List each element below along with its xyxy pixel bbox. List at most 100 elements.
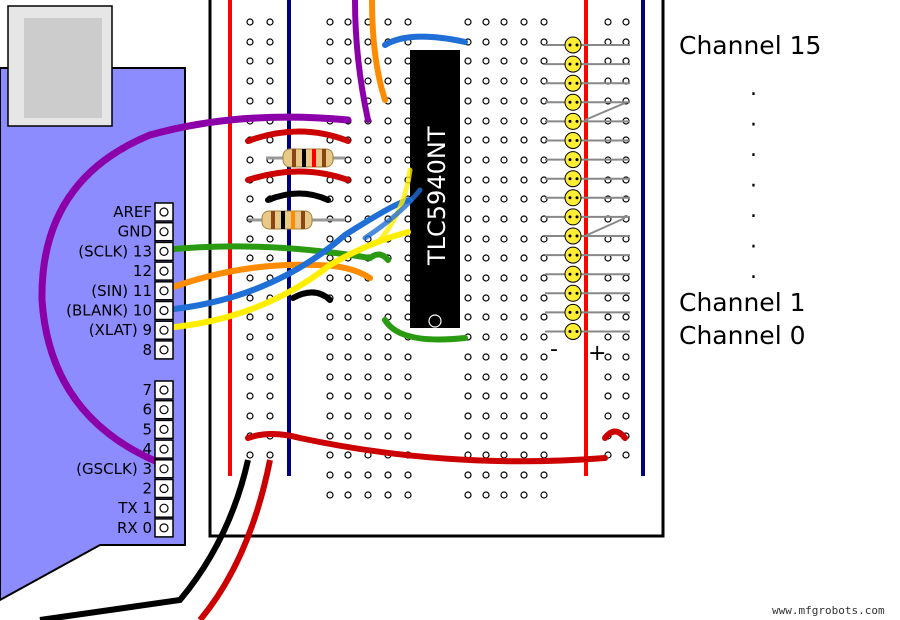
breadboard-hole [364,156,372,164]
breadboard-hole [384,77,392,85]
breadboard-hole [344,156,352,164]
breadboard-hole [344,313,352,321]
led [564,284,582,302]
breadboard-hole [500,294,508,302]
breadboard-hole [464,77,472,85]
breadboard-hole [520,176,528,184]
breadboard-hole [364,38,372,46]
breadboard-hole [464,235,472,243]
breadboard-hole [482,254,490,262]
pin-label: 7 [142,381,152,399]
breadboard-hole [344,471,352,479]
breadboard-hole [622,274,630,282]
breadboard-hole [500,333,508,341]
breadboard-hole [326,313,334,321]
gsclk-wire [38,113,352,469]
breadboard-hole [246,38,254,46]
breadboard-hole [604,412,612,420]
breadboard-hole [326,412,334,420]
breadboard-hole [326,18,334,26]
led [564,189,582,207]
breadboard-hole [326,57,334,65]
breadboard-hole [464,294,472,302]
breadboard-hole [520,313,528,321]
breadboard-jumpers [245,0,628,465]
breadboard-hole [404,412,412,420]
breadboard-hole [500,254,508,262]
led-column [545,36,630,340]
chip-notch-icon [428,314,442,328]
breadboard-hole [384,412,392,420]
breadboard-hole [540,294,548,302]
pin-label: TX 1 [117,499,152,517]
breadboard-hole [266,77,274,85]
breadboard-hole [364,491,372,499]
led [564,265,582,283]
ellipsis-dot: . [750,76,757,101]
breadboard-hole [364,333,372,341]
breadboard-hole [326,97,334,105]
breadboard-hole [622,451,630,459]
sclk-wire [162,243,391,263]
ellipsis-dot: . [750,229,757,254]
breadboard-hole [344,491,352,499]
breadboard-hole [540,471,548,479]
breadboard-hole [622,373,630,381]
breadboard-hole [604,294,612,302]
breadboard-hole [500,353,508,361]
breadboard-hole [540,38,548,46]
breadboard-hole [540,451,548,459]
breadboard-hole [246,235,254,243]
breadboard-hole [464,176,472,184]
pin-label: 12 [133,262,152,280]
breadboard-hole [364,432,372,440]
breadboard-hole [500,18,508,26]
breadboard-hole [384,333,392,341]
breadboard-hole [344,294,352,302]
breadboard-hole [246,274,254,282]
breadboard-hole [464,373,472,381]
breadboard-hole [344,215,352,223]
ellipsis-dot: . [750,259,757,284]
breadboard-hole [246,451,254,459]
breadboard-hole [520,97,528,105]
breadboard-hole [384,136,392,144]
signal-wires [38,113,423,469]
channel-1-label: Channel 1 [679,288,806,317]
breadboard-hole [622,392,630,400]
pin-label: (XLAT) 9 [89,321,152,339]
breadboard-hole [604,373,612,381]
power-rails [228,0,645,476]
breadboard-hole [482,77,490,85]
breadboard-hole [482,451,490,459]
breadboard-hole [500,176,508,184]
breadboard-hole [500,57,508,65]
breadboard-hole [464,156,472,164]
breadboard-hole [500,313,508,321]
led [564,323,582,340]
channel-0-label: Channel 0 [679,321,806,350]
breadboard-hole [482,373,490,381]
breadboard-hole [266,451,274,459]
breadboard-hole [464,274,472,282]
breadboard-hole [520,274,528,282]
breadboard-hole [326,432,334,440]
breadboard-hole [520,195,528,203]
breadboard-hole [540,274,548,282]
breadboard-hole [246,254,254,262]
breadboard-hole [246,392,254,400]
breadboard-hole [520,156,528,164]
breadboard-hole [500,373,508,381]
breadboard-hole [326,451,334,459]
breadboard-hole [520,18,528,26]
breadboard-hole [482,471,490,479]
credit-text: www.mfgrobots.com [772,604,885,617]
breadboard-hole [622,18,630,26]
breadboard-hole [464,215,472,223]
breadboard-hole [464,471,472,479]
breadboard-hole [482,156,490,164]
breadboard-hole [540,333,548,341]
power-leads [39,459,273,620]
